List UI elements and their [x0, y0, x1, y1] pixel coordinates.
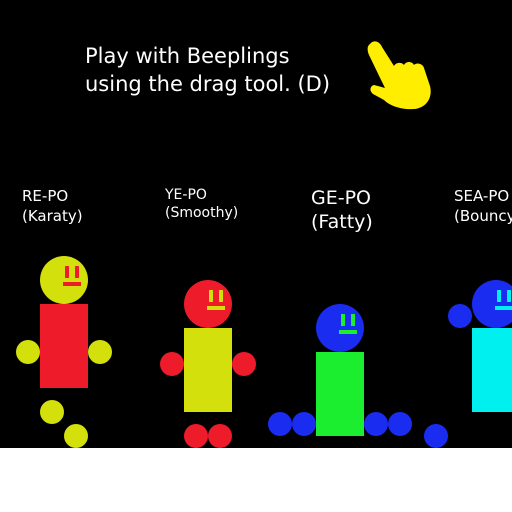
mouth [207, 306, 225, 310]
beepling-body[interactable] [40, 304, 88, 388]
beepling-left-foot[interactable] [40, 400, 64, 424]
beepling-left-hand[interactable] [448, 304, 472, 328]
beepling-right-hand[interactable] [88, 340, 112, 364]
beepling-left-hand[interactable] [16, 340, 40, 364]
beepling-face [339, 314, 357, 334]
left-eye [497, 290, 501, 302]
instructions-text: Play with Beeplings using the drag tool.… [85, 42, 330, 98]
left-eye [65, 266, 69, 278]
beepling-head[interactable] [184, 280, 232, 328]
beepling-name: RE-PO [22, 187, 69, 205]
beepling-right-foot[interactable] [364, 412, 388, 436]
beepling-left-hand[interactable] [160, 352, 184, 376]
beepling-nickname: (Fatty) [311, 211, 373, 233]
beepling-right-hand[interactable] [388, 412, 412, 436]
left-eye [209, 290, 213, 302]
game-stage[interactable]: Play with Beeplings using the drag tool.… [0, 0, 512, 448]
beepling-left-foot[interactable] [424, 424, 448, 448]
beepling-face [495, 290, 512, 310]
beepling-name: GE-PO [311, 187, 371, 209]
instructions-line-1: Play with Beeplings [85, 44, 290, 68]
beepling-body[interactable] [184, 328, 232, 412]
beepling-label-ye-po: YE-PO (Smoothy) [165, 186, 238, 222]
right-eye [351, 314, 355, 326]
beepling-body[interactable] [472, 328, 512, 412]
beepling-nickname: (Smoothy) [165, 205, 239, 221]
beepling-name: YE-PO [165, 187, 207, 203]
beepling-left-hand[interactable] [268, 412, 292, 436]
right-eye [219, 290, 223, 302]
ground-area [0, 448, 512, 512]
beepling-face [207, 290, 225, 310]
beepling-head[interactable] [316, 304, 364, 352]
mouth [63, 282, 81, 286]
right-eye [75, 266, 79, 278]
beepling-face [63, 266, 81, 286]
beepling-label-ge-po: GE-PO (Fatty) [311, 186, 373, 234]
beepling-body[interactable] [316, 352, 364, 436]
mouth [339, 330, 357, 334]
beepling-left-foot[interactable] [292, 412, 316, 436]
beepling-right-foot[interactable] [208, 424, 232, 448]
right-eye [507, 290, 511, 302]
left-eye [341, 314, 345, 326]
beepling-name: SEA-PO [454, 187, 510, 205]
beepling-head[interactable] [40, 256, 88, 304]
pointing-hand-icon [367, 41, 431, 110]
beepling-right-foot[interactable] [64, 424, 88, 448]
beepling-right-hand[interactable] [232, 352, 256, 376]
beepling-nickname: (Bouncy) [454, 207, 512, 225]
beepling-head[interactable] [472, 280, 512, 328]
mouth [495, 306, 512, 310]
beepling-label-re-po: RE-PO (Karaty) [22, 186, 83, 226]
beepling-left-foot[interactable] [184, 424, 208, 448]
instructions-line-2: using the drag tool. (D) [85, 72, 331, 96]
beepling-nickname: (Karaty) [22, 207, 83, 225]
beepling-label-sea-po: SEA-PO (Bouncy) [454, 186, 512, 226]
